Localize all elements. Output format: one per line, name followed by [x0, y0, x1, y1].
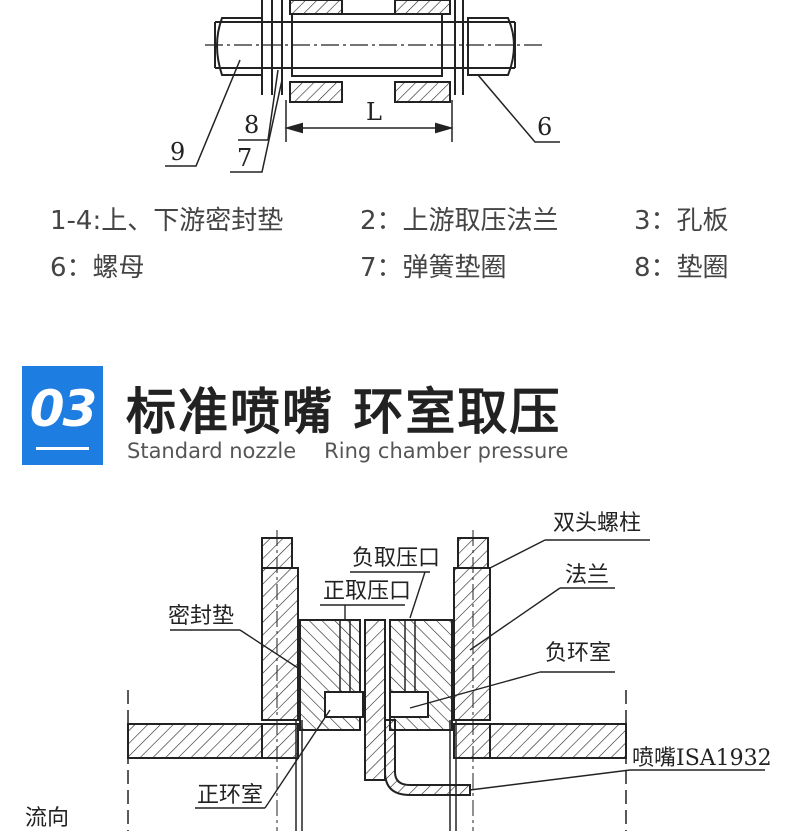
negative-tap-label: 负取压口	[352, 546, 440, 571]
gasket-label: 密封垫	[168, 604, 234, 629]
section-subtitle: Standard nozzle Ring chamber pressure	[127, 439, 596, 463]
section-number-badge: 03	[22, 366, 103, 465]
parts-legend: 1-4:上、下游密封垫 2：上游取压法兰 3：孔板 6：螺母 7：弹簧垫圈 8：…	[0, 190, 790, 290]
legend-item: 2：上游取压法兰	[360, 206, 559, 236]
positive-tap-label: 正取压口	[323, 579, 411, 604]
positive-chamber-label: 正环室	[197, 783, 263, 808]
section-number: 03	[29, 380, 98, 438]
legend-item: 7：弹簧垫圈	[360, 253, 507, 283]
part-7-label: 7	[237, 144, 252, 172]
bolt-assembly-drawing: L 6 8 7 9	[165, 0, 560, 173]
section-title: 标准喷嘴 环室取压	[126, 383, 562, 441]
negative-chamber-label: 负环室	[545, 641, 611, 666]
legend-item: 8：垫圈	[634, 253, 729, 283]
subtitle-part-2: Ring chamber pressure	[324, 439, 569, 463]
nozzle-ring-chamber-drawing: 双头螺柱 负取压口 正取压口 密封垫 法兰 负环室 喷嘴ISA1932 正环室 …	[25, 511, 772, 831]
part-9-label: 9	[170, 138, 185, 166]
legend-item: 1-4:上、下游密封垫	[50, 206, 284, 236]
part-6-label: 6	[537, 113, 552, 141]
legend-item: 3：孔板	[634, 206, 729, 236]
badge-underline	[36, 447, 89, 450]
flow-direction-label: 流向	[25, 806, 69, 831]
nozzle-label: 喷嘴ISA1932	[632, 746, 772, 771]
subtitle-part-1: Standard nozzle	[127, 439, 297, 463]
stud-bolt-label: 双头螺柱	[553, 511, 641, 536]
flange-label: 法兰	[565, 563, 609, 588]
part-8-label: 8	[244, 111, 259, 139]
dimension-l-label: L	[366, 98, 382, 126]
legend-item: 6：螺母	[50, 253, 145, 283]
